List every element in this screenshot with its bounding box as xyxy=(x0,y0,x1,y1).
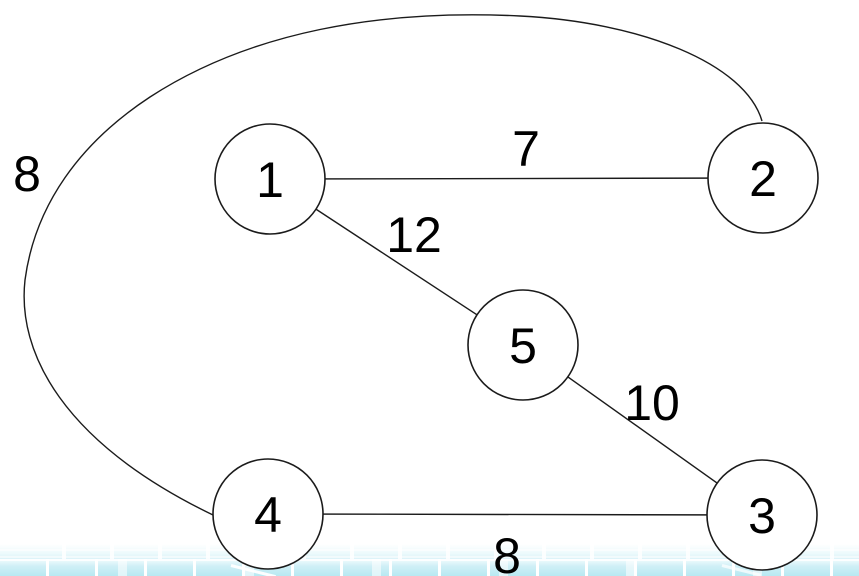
node-circle-4 xyxy=(212,458,324,570)
node-label-4: 4 xyxy=(254,487,282,543)
edge-weight-5-3: 10 xyxy=(624,375,680,431)
node-circle-2 xyxy=(707,122,819,234)
node-label-1: 1 xyxy=(256,152,284,208)
node-label-5: 5 xyxy=(509,318,537,374)
edge-weight-1-2: 7 xyxy=(512,121,540,177)
node-circle-5 xyxy=(467,289,579,401)
node-circle-3 xyxy=(706,459,818,571)
edge-weight-4-3: 8 xyxy=(493,528,521,576)
edge-4-3 xyxy=(267,513,763,516)
edge-2-4 xyxy=(23,14,763,516)
node-label-3: 3 xyxy=(748,488,776,544)
footer-brick-row-lower xyxy=(0,559,859,576)
edge-weight-1-5: 12 xyxy=(386,207,442,263)
edge-weight-2-4: 8 xyxy=(13,146,41,202)
node-circle-1 xyxy=(214,123,326,235)
node-label-2: 2 xyxy=(749,151,777,207)
edge-1-2 xyxy=(269,177,764,180)
footer-decoration-strip xyxy=(0,542,859,576)
footer-brick-row-upper xyxy=(0,544,859,561)
